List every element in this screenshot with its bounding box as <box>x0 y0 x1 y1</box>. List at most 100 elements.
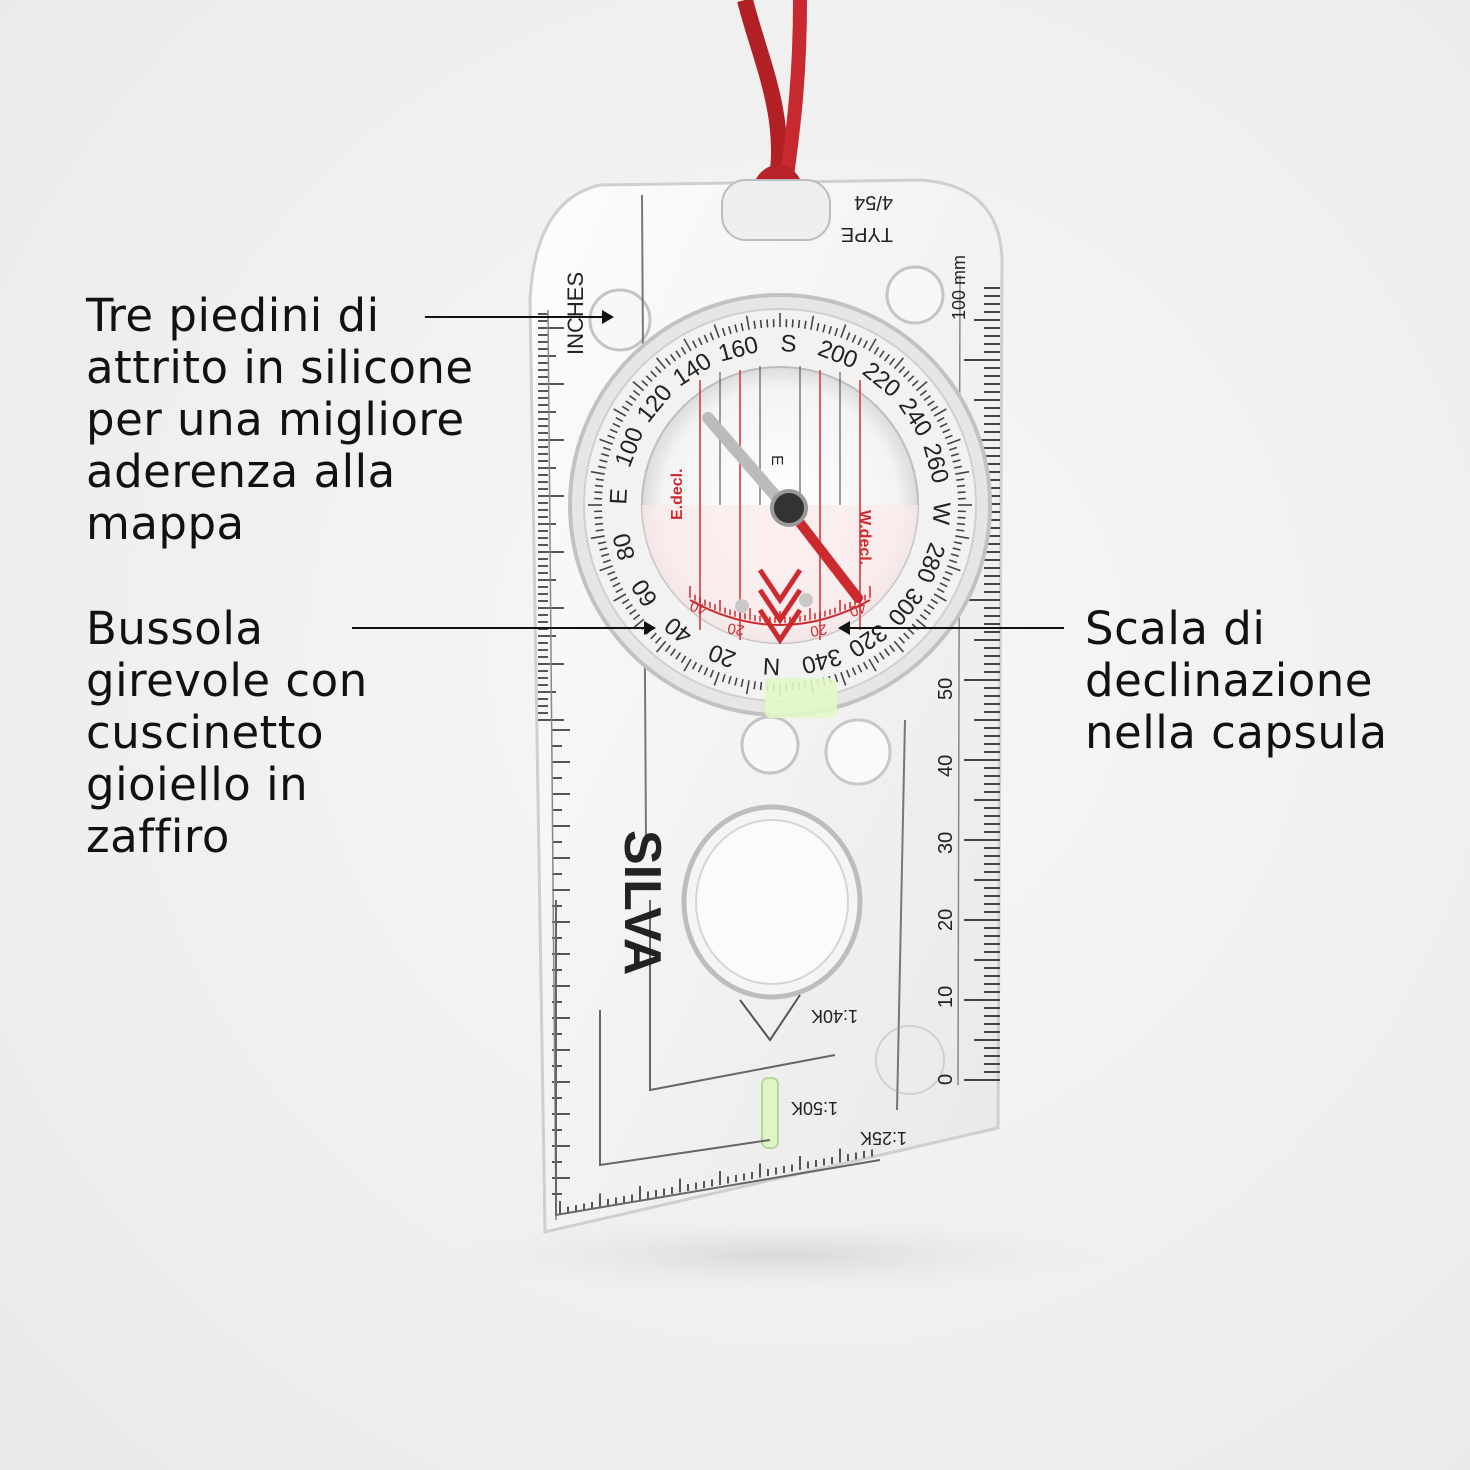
bezel-tick <box>625 603 633 610</box>
bezel-tick <box>615 416 624 423</box>
bezel-tick <box>697 664 703 673</box>
bezel-tick <box>946 565 961 572</box>
bezel-tick <box>727 325 732 335</box>
bezel-tick <box>595 528 604 532</box>
bezel-tick <box>602 446 611 451</box>
mm-scale-label: 50 <box>935 678 957 700</box>
bezel-tick <box>953 465 963 469</box>
bezel-tick <box>655 640 667 653</box>
mm-scale-label: 20 <box>935 909 957 931</box>
bezel-tick <box>621 405 630 412</box>
bezel-tick <box>629 395 637 402</box>
bezel-tick <box>612 582 621 588</box>
friction-foot-3 <box>740 715 800 775</box>
svg-text:4/54: 4/54 <box>854 191 893 213</box>
bezel-tick <box>898 636 906 644</box>
bezel-tick <box>930 598 939 605</box>
callout-line: nella capsula <box>1085 706 1388 759</box>
bezel-tick <box>680 346 687 355</box>
bezel-tick <box>797 319 801 329</box>
bezel-tick <box>594 491 603 494</box>
bezel-tick <box>740 678 744 688</box>
callout-line: zaffiro <box>86 810 230 863</box>
svg-text:E: E <box>768 455 785 466</box>
bezel-tick <box>594 522 604 526</box>
bezel-tick <box>599 459 608 463</box>
bezel-tick <box>654 636 662 644</box>
callout-line: girevole con <box>86 654 368 707</box>
bezel-tick <box>845 669 851 678</box>
bezel-tick <box>933 408 947 417</box>
bezel-tick <box>629 608 637 615</box>
bezel-tick <box>930 405 939 412</box>
bezel-tick <box>888 644 896 653</box>
bezel-tick <box>727 675 732 685</box>
bezel-tick <box>594 484 604 488</box>
bezel-tick <box>625 400 633 407</box>
bezel-tick <box>851 334 857 343</box>
bezel-tick <box>956 528 965 532</box>
bezel-tick <box>613 408 627 417</box>
bezel-tick <box>709 332 715 341</box>
bezel-tick <box>907 375 915 382</box>
bezel-tick <box>939 582 948 588</box>
bezel-tick <box>683 658 692 672</box>
bezel-tick <box>600 553 610 558</box>
bezel-tick <box>893 640 905 653</box>
callout-line: cuscinetto <box>86 706 324 759</box>
bezel-tick <box>683 338 692 352</box>
bezel-tick <box>953 541 963 545</box>
callout-line: declinazione <box>1085 654 1373 707</box>
bezel-tick <box>602 559 611 564</box>
bezel-tick <box>721 327 726 336</box>
bezel-tick <box>816 322 820 332</box>
bezel-tick <box>759 681 763 691</box>
bezel-tick <box>868 658 877 672</box>
bezel-tick <box>766 319 769 328</box>
bezel-tick <box>949 446 958 451</box>
bezel-tick <box>939 422 948 428</box>
callout-rotating-compass: Bussola girevole con cuscinetto gioiello… <box>86 603 368 863</box>
bezel-tick <box>745 680 750 695</box>
needle-north <box>785 505 863 603</box>
bezel-tick <box>791 319 794 328</box>
bezel-tick <box>834 327 839 336</box>
svg-text:20: 20 <box>726 619 745 639</box>
bezel-tick <box>888 357 896 366</box>
bezel-tick <box>654 366 662 374</box>
bezel-tick <box>691 661 698 670</box>
bezel-tick <box>670 354 677 362</box>
callout-declination-scale: Scala di declinazione nella capsula <box>1085 603 1388 759</box>
bezel-tick <box>956 522 966 526</box>
bezel-tick <box>911 379 919 387</box>
svg-text:W.decl.: W.decl. <box>856 510 873 565</box>
svg-text:20: 20 <box>809 620 828 640</box>
bezel-tick <box>613 593 627 602</box>
bezel-tick <box>957 491 966 494</box>
bezel-tick <box>857 664 863 673</box>
bezel-tick <box>597 465 607 469</box>
bezel-tick <box>903 370 910 378</box>
bezel-tick <box>615 587 624 594</box>
bezel-tick <box>709 669 715 678</box>
bezel-tick <box>878 350 885 358</box>
bezel-tick <box>607 570 616 576</box>
bezel-tick <box>753 320 757 329</box>
bezel-tick <box>949 559 958 564</box>
friction-foot-1 <box>588 288 652 352</box>
floor-shadow <box>440 1215 1120 1295</box>
bezel-tick <box>956 484 966 488</box>
bezel-tick <box>851 667 857 676</box>
bezel-tick <box>878 652 885 660</box>
bezel-tick <box>745 315 750 330</box>
bezel-tick <box>828 325 833 335</box>
svg-text:INCHES: INCHES <box>563 272 588 355</box>
bezel-tick <box>915 380 928 392</box>
callout-friction-feet: Tre piedini di attrito in silicone per u… <box>86 290 474 550</box>
mm-scale-label: 0 <box>935 1074 957 1085</box>
svg-text:40: 40 <box>688 597 709 619</box>
bezel-tick <box>944 570 953 576</box>
bezel-tick <box>740 322 744 332</box>
bezel-tick <box>632 613 641 621</box>
